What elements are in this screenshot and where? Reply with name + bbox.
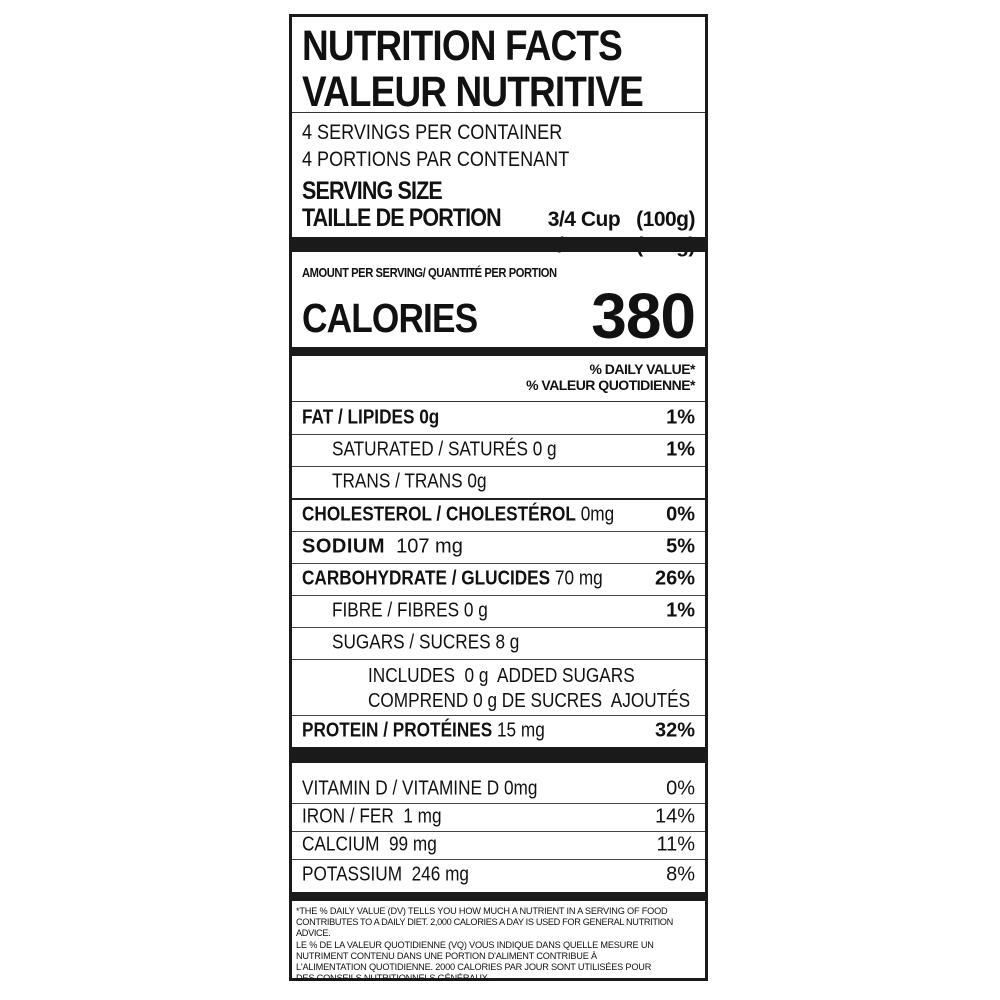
added-sugars-en: INCLUDES 0 g ADDED SUGARS [368, 665, 635, 687]
thick-bar [292, 347, 705, 356]
calories-value: 380 [591, 280, 696, 352]
vitamin-row-vitamin-d: VITAMIN D / VITAMINE D 0mg 0% [292, 774, 705, 804]
calories-label: CALORIES [302, 295, 478, 341]
footnote: *THE % DAILY VALUE (DV) TELLS YOU HOW MU… [296, 906, 701, 984]
thick-bar [292, 892, 705, 901]
title-fr: VALEUR NUTRITIVE [302, 68, 644, 116]
nutrition-facts-label: NUTRITION FACTS VALEUR NUTRITIVE 4 SERVI… [289, 14, 708, 984]
vitamin-row-calcium: CALCIUM 99 mg 11% [292, 831, 705, 860]
nutrient-row-sodium: SODIUM 107 mg 5% [292, 531, 705, 564]
divider [292, 401, 705, 402]
footnote-fr-line: DES CONSEILS NUTRITIONNELS GÉNÉRAUX. [296, 973, 490, 984]
serving-size-label-en: SERVING SIZE [302, 177, 443, 205]
title-en: NUTRITION FACTS [302, 22, 623, 70]
footnote-fr-line: NUTRIMENT CONTENU DANS UNE PORTION D'ALI… [296, 950, 597, 961]
nutrient-row-cholesterol: CHOLESTEROL / CHOLESTÉROL 0mg 0% [292, 499, 705, 532]
vitamin-row-potassium: POTASSIUM 246 mg 8% [302, 863, 695, 885]
daily-value-header-en: % DAILY VALUE* [589, 361, 695, 377]
servings-per-container-fr: 4 PORTIONS PAR CONTENANT [302, 148, 570, 171]
nutrient-row-saturated: SATURATED / SATURÉS 0 g 1% [292, 434, 705, 467]
footnote-en-line: CONTRIBUTES TO A DAILY DIET. 2,000 CALOR… [296, 917, 673, 939]
added-sugars-fr: COMPREND 0 g DE SUCRES AJOUTÉS [368, 690, 691, 712]
divider [292, 112, 705, 113]
thick-bar [292, 747, 705, 763]
nutrient-row-fibre: FIBRE / FIBRES 0 g 1% [292, 595, 705, 628]
vitamin-row-iron: IRON / FER 1 mg 14% [292, 803, 705, 832]
thick-bar [292, 237, 705, 252]
serving-size-label-fr: TAILLE DE PORTION [302, 204, 502, 232]
servings-per-container-en: 4 SERVINGS PER CONTAINER [302, 121, 563, 144]
footnote-fr-line: L'ALIMENTATION QUOTIDIENNE. 2000 CALORIE… [296, 962, 652, 973]
nutrient-row-protein: PROTEIN / PROTÉINES 15 mg 32% [302, 719, 695, 742]
nutrient-row-sugars: SUGARS / SUCRES 8 g [292, 627, 705, 660]
nutrient-row-fat: FAT / LIPIDES 0g 1% [292, 402, 705, 435]
amount-per-serving: AMOUNT PER SERVING/ QUANTITÉ PER PORTION [302, 265, 557, 280]
footnote-fr-line: LE % DE LA VALEUR QUOTIDIENNE (VQ) VOUS … [296, 939, 654, 950]
daily-value-header-fr: % VALEUR QUOTIDIENNE* [526, 377, 695, 393]
added-sugars-row: INCLUDES 0 g ADDED SUGARS COMPREND 0 g D… [292, 659, 705, 716]
nutrient-row-carbohydrate: CARBOHYDRATE / GLUCIDES 70 mg 26% [292, 563, 705, 596]
nutrient-row-trans: TRANS / TRANS 0g [292, 466, 705, 500]
serving-size-value-en: 3/4 Cup (100g) [547, 208, 696, 231]
footnote-en-line: *THE % DAILY VALUE (DV) TELLS YOU HOW MU… [296, 906, 668, 916]
